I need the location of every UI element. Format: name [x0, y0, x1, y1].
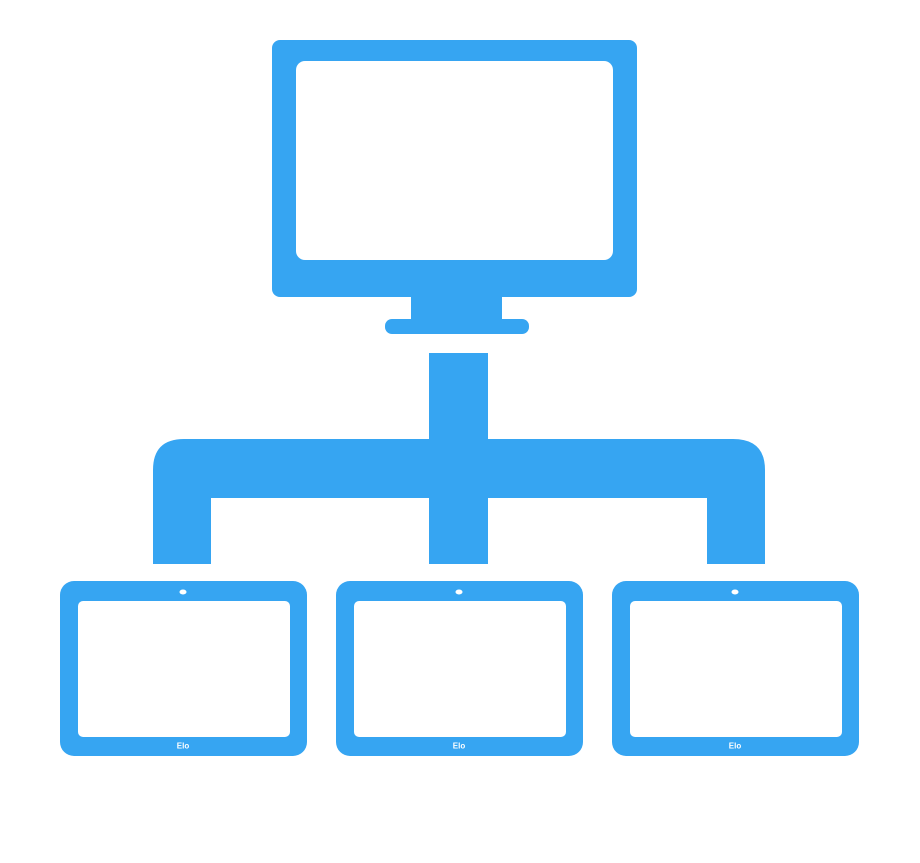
camera-icon	[179, 589, 187, 595]
tablet-screen	[78, 601, 290, 737]
camera-icon	[455, 589, 463, 595]
tablet-screen	[630, 601, 842, 737]
tablet-brand-label: Elo	[453, 742, 466, 751]
tablet-2: Elo	[336, 581, 583, 756]
monitor-neck	[411, 296, 502, 320]
monitor-base	[385, 319, 529, 334]
tablet-screen	[354, 601, 566, 737]
camera-icon	[731, 589, 739, 595]
tablet-brand-label: Elo	[177, 742, 190, 751]
monitor-screen	[296, 61, 613, 260]
desktop-monitor-icon	[272, 40, 637, 334]
network-branch-icon	[153, 353, 765, 564]
tablet-brand-label: Elo	[729, 742, 742, 751]
tablet-3: Elo	[612, 581, 859, 756]
tablet-1: Elo	[60, 581, 307, 756]
connector-crossbar	[153, 439, 765, 564]
